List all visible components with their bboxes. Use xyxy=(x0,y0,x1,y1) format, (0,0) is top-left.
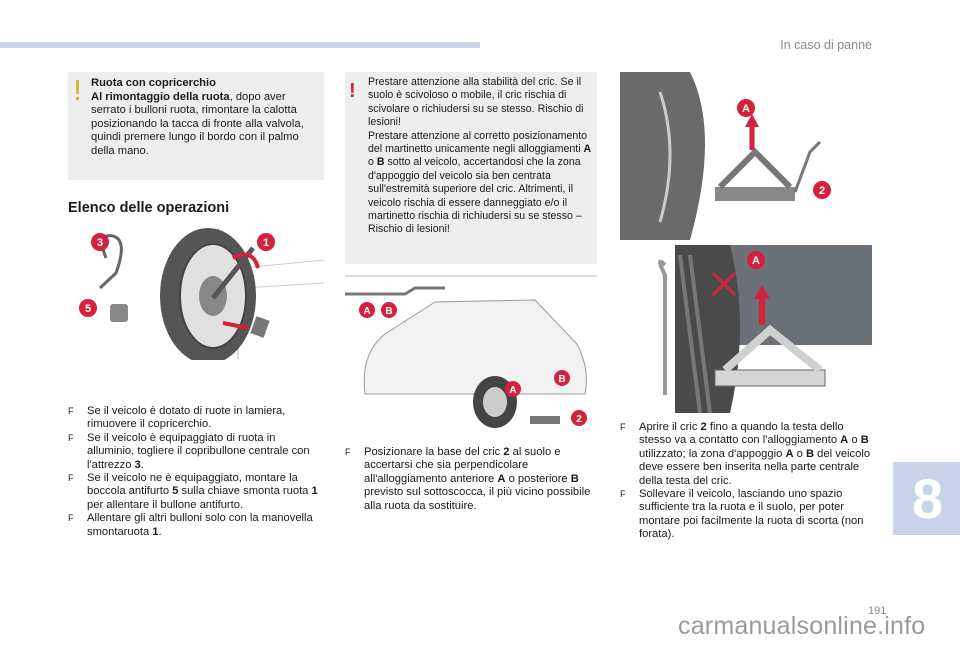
list-item: F Se il veicolo è equipaggiato di ruota i… xyxy=(68,432,318,472)
bullet-marker: F xyxy=(620,422,626,432)
section-title: Elenco delle operazioni xyxy=(68,200,230,216)
step-ref: 2 xyxy=(700,421,707,433)
info-icon-dot xyxy=(76,97,79,100)
warning-box xyxy=(345,72,597,264)
chapter-number: 8 xyxy=(912,467,944,530)
warning-b: B xyxy=(376,156,385,169)
step-text: o xyxy=(793,447,806,460)
bullet-marker: F xyxy=(620,489,626,500)
car-body xyxy=(363,299,587,395)
step-ref: B xyxy=(860,434,869,447)
antitheft-socket xyxy=(110,304,128,322)
section-header: In caso di panne xyxy=(780,38,872,52)
car-label-a-top: A xyxy=(363,306,370,317)
tyre-side xyxy=(620,72,705,240)
step-text: per allentare il bullone antifurto. xyxy=(87,498,244,511)
car-label-b-top: B xyxy=(385,306,392,317)
step-text: del veicolo deve essere ben inserita nel… xyxy=(639,447,871,487)
step-text: Posizionare la base del cric xyxy=(364,446,504,458)
jack-body xyxy=(715,187,795,201)
step-text: . xyxy=(158,525,162,538)
list-item: F Se il veicolo è dotato di ruote in lami… xyxy=(68,405,318,432)
step-text: Se il veicolo ne è equipaggiato, montare… xyxy=(87,472,298,498)
middle-steps: F Posizionare la base del cric 2 al suolo… xyxy=(345,446,595,513)
label-1: 1 xyxy=(263,237,269,249)
step-text: Sollevare il veicolo, lasciando uno spaz… xyxy=(639,488,864,541)
info-icon xyxy=(76,80,79,94)
step-ref: A xyxy=(785,447,794,460)
info-body: , dopo aver serrato i bulloni ruota, rim… xyxy=(91,90,304,157)
step-text: o posteriore xyxy=(505,472,571,485)
list-item: F Posizionare la base del cric 2 al suolo… xyxy=(345,446,595,513)
warning-text: Prestare attenzione alla stabilità del c… xyxy=(368,76,594,237)
bullet-marker: F xyxy=(68,473,74,484)
list-item: F Se il veicolo ne è equipaggiato, montar… xyxy=(68,472,318,512)
step-text: Se il veicolo è dotato di ruote in lamie… xyxy=(87,405,286,431)
step-ref: A xyxy=(497,472,506,485)
step-text: . xyxy=(140,458,144,471)
jack-label-2: 2 xyxy=(819,185,825,197)
jack-illustration: A 2 xyxy=(620,72,872,240)
step-text: sulla chiave smonta ruota xyxy=(178,485,312,498)
info-title-2: Al rimontaggio della ruota xyxy=(91,90,230,103)
chapter-tab xyxy=(893,462,960,535)
step-text: Allentare gli altri bulloni solo con la … xyxy=(87,512,313,538)
jack-base xyxy=(530,416,560,424)
step-ref: B xyxy=(805,447,815,460)
bullet-marker: F xyxy=(68,513,74,524)
left-steps: F Se il veicolo è dotato di ruote in lami… xyxy=(68,405,318,539)
warning-text-2b: sotto al veicolo, accertandosi che la zo… xyxy=(368,156,582,236)
step-ref: 1 xyxy=(311,485,318,498)
warning-a: A xyxy=(583,143,592,156)
car-label-2: 2 xyxy=(576,414,582,425)
list-item: F Sollevare il veicolo, lasciando uno spa… xyxy=(620,488,878,542)
step-ref: 3 xyxy=(134,458,141,471)
list-item: F Aprire il cric 2 fino a quando la testa… xyxy=(620,421,878,488)
step-text: Aprire il cric xyxy=(639,421,701,433)
jack-photo: A xyxy=(620,245,872,413)
step-text: fino a quando la testa dello stesso va a… xyxy=(639,421,844,447)
warning-text-2a: Prestare attenzione al corretto posizion… xyxy=(368,129,588,156)
photo-jack-base xyxy=(714,369,826,387)
car-label-a: A xyxy=(509,385,516,396)
step-ref: 1 xyxy=(152,525,159,538)
step-ref: A xyxy=(840,434,849,447)
bullet-marker: F xyxy=(345,447,351,457)
warning-o: o xyxy=(368,156,377,169)
warning-icon: ! xyxy=(349,80,356,102)
info-text: Ruota con copricerchio Al rimontaggio de… xyxy=(91,77,319,159)
page-number: 191 xyxy=(868,605,887,617)
car-illustration: A B A B 2 xyxy=(345,275,597,428)
jack-label-a: A xyxy=(742,103,750,115)
header-bar xyxy=(0,42,480,48)
step-ref: B xyxy=(570,472,579,485)
step-text: al suolo e accertarsi che sia perpendico… xyxy=(364,446,561,485)
step-text: utilizzato; la zona d'appoggio xyxy=(639,447,786,460)
label-3: 3 xyxy=(97,237,103,249)
photo-label-a: A xyxy=(752,255,760,267)
warning-text-1: Prestare attenzione alla stabilità del c… xyxy=(368,76,584,129)
watermark: carmanualsonline.info xyxy=(678,612,926,640)
info-box xyxy=(68,72,324,180)
step-ref: 2 xyxy=(503,446,510,458)
step-text: Se il veicolo è equipaggiato di ruota in… xyxy=(87,431,310,471)
right-steps: F Aprire il cric 2 fino a quando la testa… xyxy=(620,421,878,542)
step-ref: 5 xyxy=(172,485,179,498)
wheel-illustration: 3 1 5 xyxy=(79,228,324,360)
list-item: F Allentare gli altri bulloni solo con la… xyxy=(68,512,318,539)
rotate-arrow xyxy=(232,252,260,269)
bullet-marker: F xyxy=(68,432,74,443)
car-label-b: B xyxy=(558,374,565,385)
bullet-marker: F xyxy=(68,406,74,416)
info-title-1: Ruota con copricerchio xyxy=(91,77,216,89)
step-text: o xyxy=(848,434,861,447)
label-5: 5 xyxy=(85,303,91,315)
step-text: previsto sul sottoscocca, il più vicino … xyxy=(364,486,591,512)
